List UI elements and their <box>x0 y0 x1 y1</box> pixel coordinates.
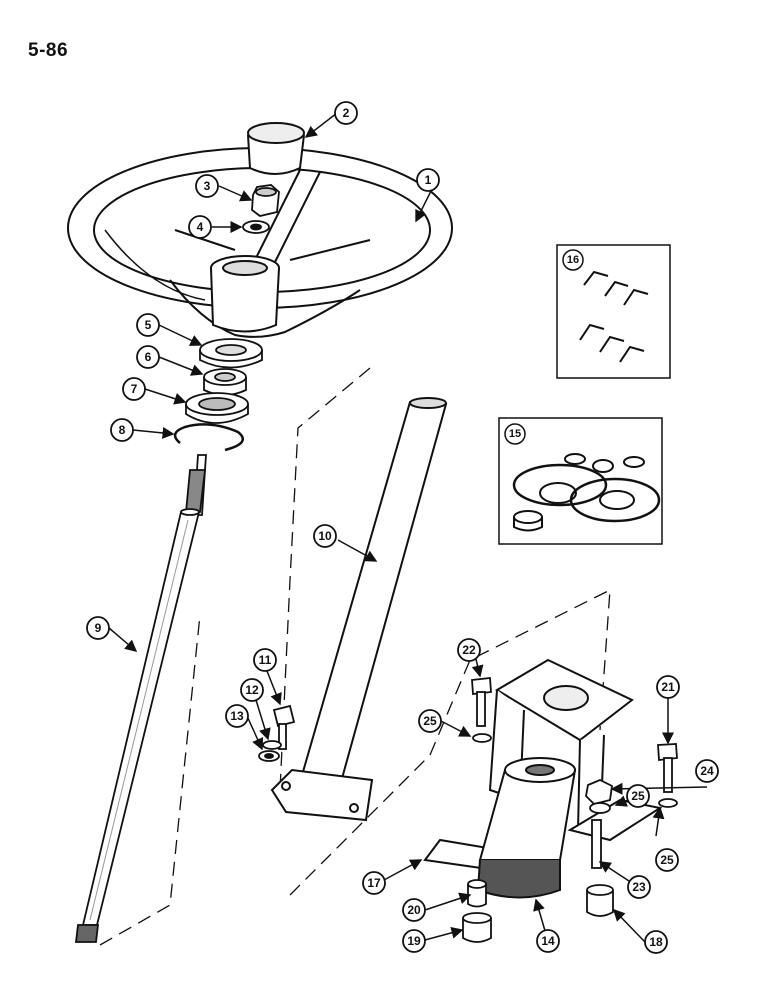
kit-16-label: 16 <box>567 254 579 266</box>
callout-25-mid: 25 <box>626 784 650 808</box>
callout-14: 14 <box>536 929 560 953</box>
svg-text:18: 18 <box>649 935 663 949</box>
snap-ring <box>173 423 244 452</box>
svg-text:1: 1 <box>425 173 432 187</box>
column-tube <box>270 397 448 822</box>
svg-text:25: 25 <box>423 714 437 728</box>
svg-text:11: 11 <box>259 653 272 667</box>
svg-text:14: 14 <box>541 934 555 948</box>
steering-shaft <box>74 454 207 943</box>
assembly-guide-lines <box>99 367 611 946</box>
callout-5: 5 <box>136 313 160 337</box>
svg-text:19: 19 <box>407 934 421 948</box>
svg-text:24: 24 <box>700 764 714 778</box>
callout-8: 8 <box>110 418 134 442</box>
svg-text:17: 17 <box>367 876 381 890</box>
washers-25 <box>472 733 678 814</box>
nut <box>251 184 280 217</box>
callout-17: 17 <box>362 871 386 895</box>
kit-16-box: 16 <box>556 244 671 379</box>
svg-text:9: 9 <box>95 621 102 635</box>
svg-text:2: 2 <box>343 106 350 120</box>
spacer-20 <box>467 879 487 908</box>
svg-text:12: 12 <box>245 683 259 697</box>
nut-24 <box>585 779 613 805</box>
callout-4: 4 <box>188 215 212 239</box>
steering-motor <box>476 757 577 899</box>
callout-11: 11 <box>253 648 277 672</box>
bearing <box>185 392 249 424</box>
callout-10: 10 <box>313 524 337 548</box>
svg-text:25: 25 <box>631 789 645 803</box>
svg-text:20: 20 <box>407 903 421 917</box>
callout-18: 18 <box>644 930 668 954</box>
spacer <box>203 368 247 396</box>
callout-23: 23 <box>627 875 651 899</box>
svg-text:6: 6 <box>145 350 152 364</box>
svg-text:23: 23 <box>632 880 646 894</box>
callout-13: 13 <box>225 704 249 728</box>
callout-7: 7 <box>122 377 146 401</box>
svg-text:8: 8 <box>119 423 126 437</box>
callout-9: 9 <box>86 616 110 640</box>
svg-text:22: 22 <box>462 643 476 657</box>
clip-parts <box>579 270 649 363</box>
callout-20: 20 <box>402 898 426 922</box>
callout-2: 2 <box>334 101 358 125</box>
flat-washer <box>258 750 280 762</box>
svg-text:5: 5 <box>145 318 152 332</box>
washer <box>242 220 270 234</box>
svg-text:3: 3 <box>204 179 211 193</box>
seal-kit-parts <box>512 453 661 532</box>
page-number: 5-86 <box>28 40 69 61</box>
svg-text:13: 13 <box>230 709 244 723</box>
spacer-18 <box>586 884 614 917</box>
stud-23 <box>591 819 602 869</box>
callout-24: 24 <box>695 759 719 783</box>
bolt-22 <box>471 677 492 727</box>
bolt-11 <box>272 704 296 750</box>
callout-25-left: 25 <box>418 709 442 733</box>
svg-text:25: 25 <box>660 853 674 867</box>
callout-21: 21 <box>656 675 680 699</box>
bolt-21 <box>657 743 678 793</box>
kit-15-box: 15 <box>498 417 663 545</box>
callout-3: 3 <box>195 174 219 198</box>
steering-wheel <box>67 147 453 338</box>
callout-12: 12 <box>240 678 264 702</box>
callout-19: 19 <box>402 929 426 953</box>
callout-6: 6 <box>136 345 160 369</box>
svg-text:10: 10 <box>318 529 332 543</box>
spacer-19 <box>462 912 492 943</box>
callout-1: 1 <box>416 168 440 192</box>
horn-cap <box>247 122 305 175</box>
kit-15-label: 15 <box>509 428 521 440</box>
svg-text:4: 4 <box>197 220 204 234</box>
lock-washer <box>262 740 282 750</box>
callout-22: 22 <box>457 638 481 662</box>
svg-text:7: 7 <box>131 382 138 396</box>
svg-text:21: 21 <box>661 680 675 694</box>
seal <box>199 338 263 369</box>
callout-25-right: 25 <box>655 848 679 872</box>
